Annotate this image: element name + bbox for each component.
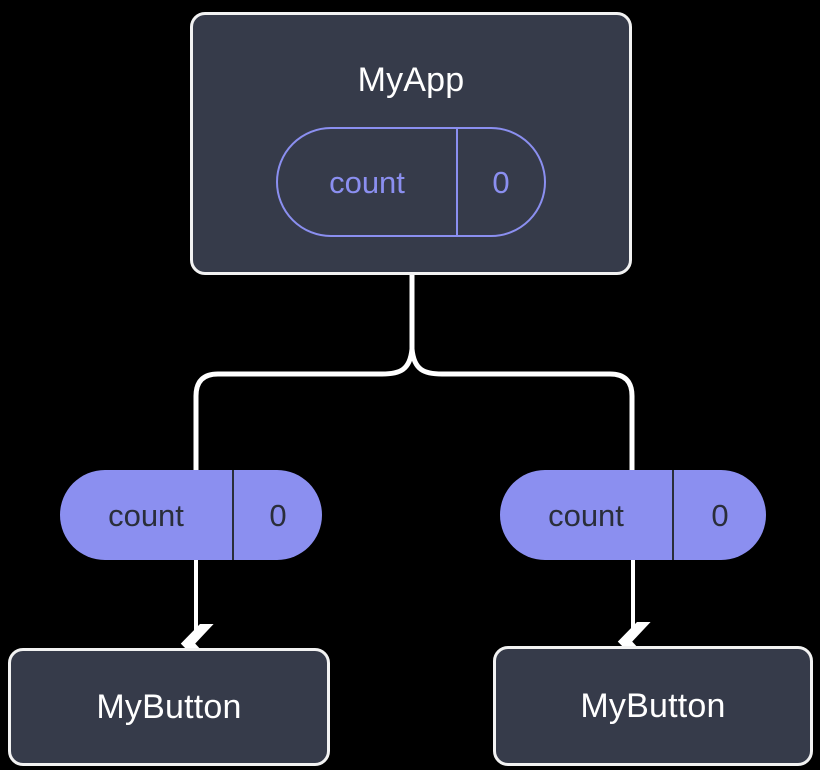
- edge-root-to-right-pill: [409, 346, 635, 473]
- state-pill-value: 0: [232, 470, 322, 560]
- component-title-mybutton: MyButton: [96, 688, 242, 726]
- state-pill-value: 0: [456, 129, 544, 235]
- state-pill-right-count[interactable]: count 0: [500, 470, 766, 560]
- state-pill-value: 0: [672, 470, 766, 560]
- state-pill-key: count: [329, 164, 405, 200]
- state-pill-key: count: [108, 497, 184, 533]
- component-card-mybutton-left[interactable]: MyButton: [8, 648, 330, 766]
- state-pill-left-count[interactable]: count 0: [60, 470, 322, 560]
- component-card-mybutton-right[interactable]: MyButton: [493, 646, 813, 766]
- state-pill-key: count: [548, 497, 624, 533]
- component-title-myapp: MyApp: [357, 61, 465, 99]
- component-title-mybutton: MyButton: [580, 687, 726, 725]
- state-pill-root-count[interactable]: count 0: [276, 127, 546, 237]
- edge-root-to-left-pill: [193, 346, 415, 473]
